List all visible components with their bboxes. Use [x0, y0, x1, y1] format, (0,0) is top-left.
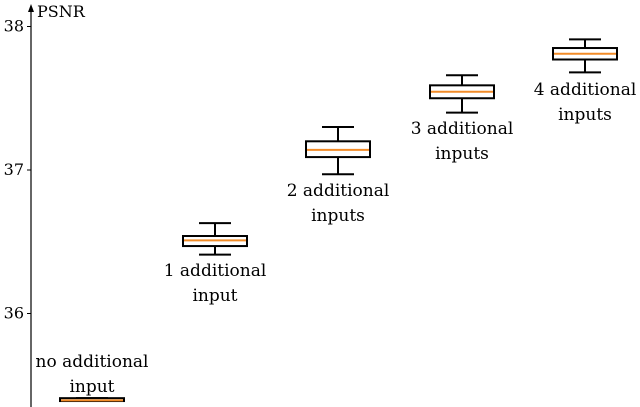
- category-label-line: inputs: [435, 144, 489, 164]
- y-axis-label: PSNR: [37, 2, 86, 21]
- category-label-line: 1 additional: [164, 261, 267, 281]
- category-label: 3 additional inputs: [411, 119, 514, 164]
- category-label-line: 4 additional: [534, 80, 637, 100]
- y-axis-arrow: [28, 4, 34, 12]
- category-label-line: input: [69, 377, 114, 397]
- category-label-line: no additional: [36, 352, 149, 372]
- box-plot: [59, 397, 125, 403]
- y-tick-label: 36: [4, 304, 24, 323]
- box-plot: [552, 38, 618, 74]
- boxes-group: [59, 38, 618, 403]
- category-label: 1 additional input: [164, 261, 267, 306]
- y-tick-label: 38: [4, 17, 24, 36]
- box-plot: [429, 74, 495, 114]
- category-label-line: 3 additional: [411, 119, 514, 139]
- y-axis-group: PSNR 36 37 38: [4, 2, 86, 407]
- category-label-line: 2 additional: [287, 181, 390, 201]
- category-label: 4 additional inputs: [534, 80, 637, 125]
- box-plot: [305, 125, 371, 176]
- category-label: no additional input: [36, 352, 149, 397]
- category-label: 2 additional inputs: [287, 181, 390, 226]
- category-label-line: inputs: [558, 105, 612, 125]
- y-tick-label: 37: [4, 160, 24, 179]
- category-labels-group: no additional input 1 additional input 2 add…: [36, 80, 637, 397]
- category-label-line: inputs: [311, 206, 365, 226]
- box-plot: [182, 222, 248, 256]
- category-label-line: input: [192, 286, 237, 306]
